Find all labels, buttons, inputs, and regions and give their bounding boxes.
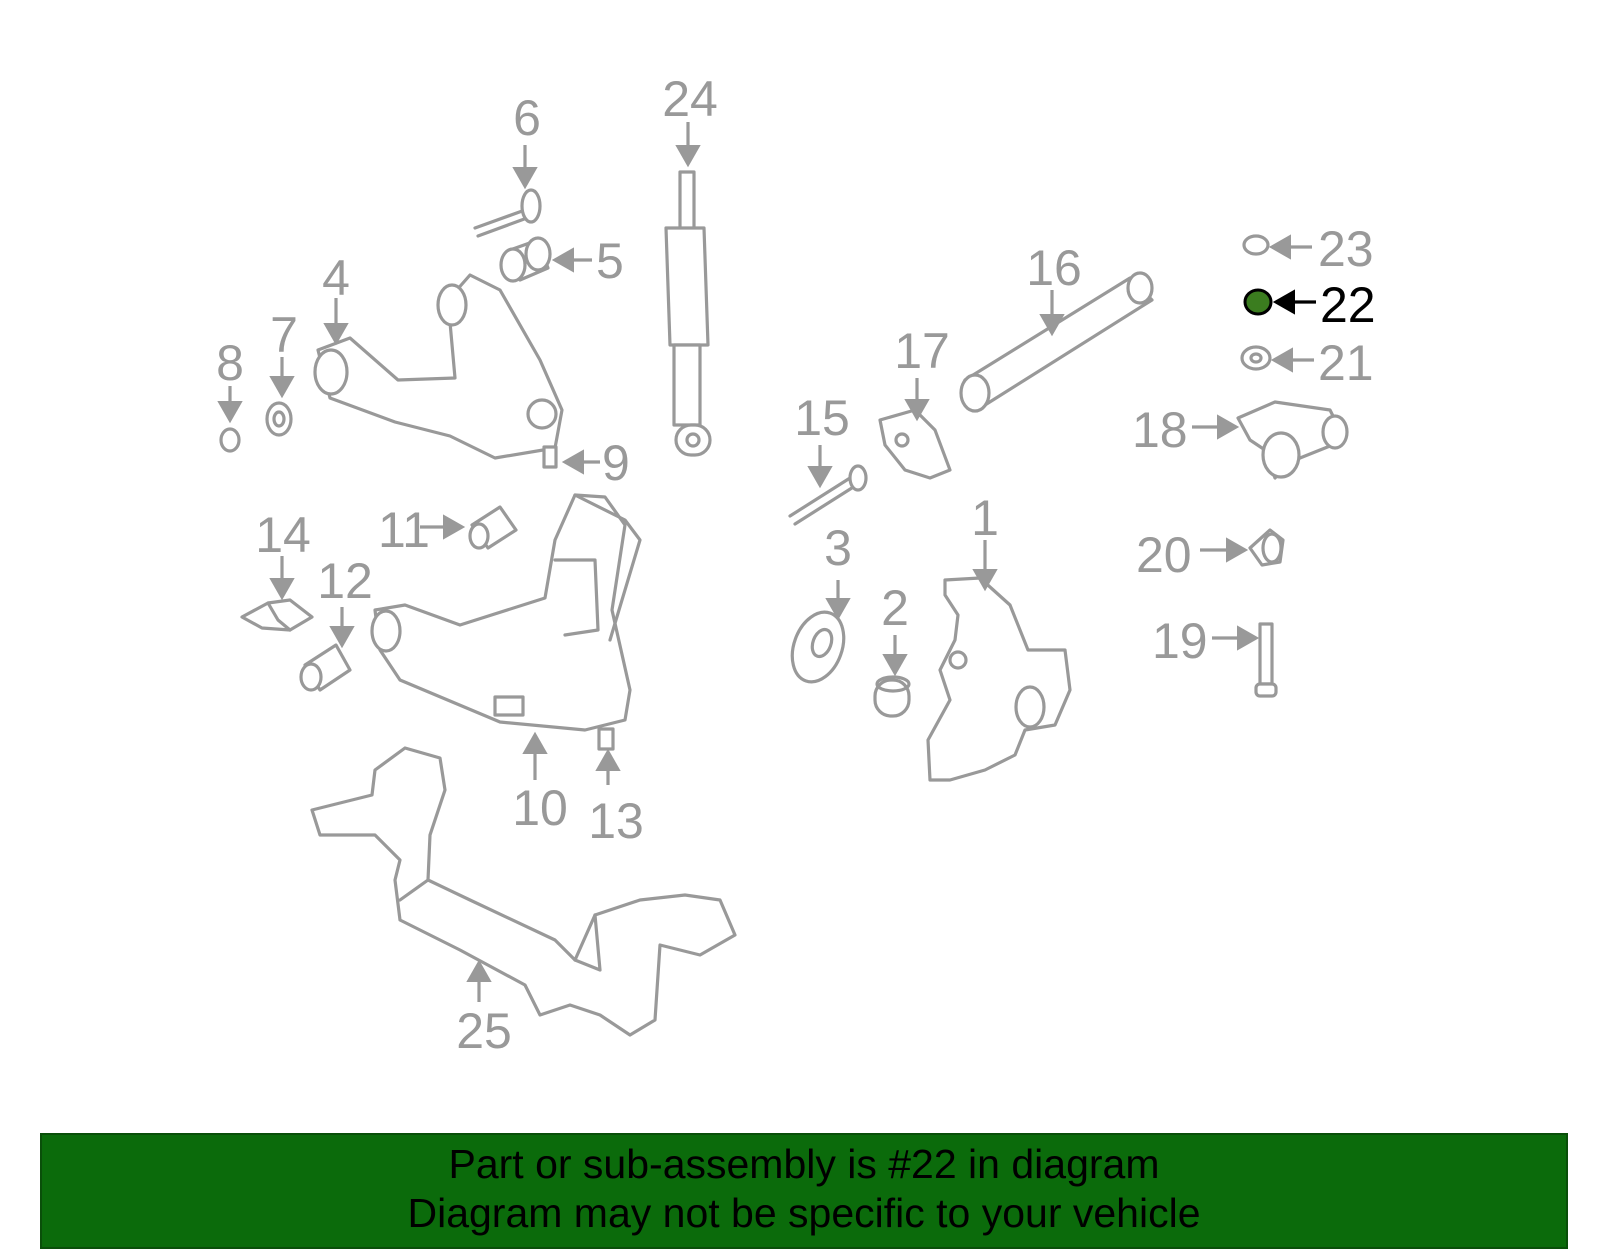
part-17-bracket[interactable] [878, 378, 952, 480]
callout-8: 8 [216, 335, 244, 391]
part-24-shock-absorber[interactable] [664, 122, 712, 457]
callout-18: 18 [1132, 402, 1188, 458]
part-14-bracket[interactable] [240, 556, 314, 632]
callout-17: 17 [894, 323, 950, 379]
part-13-ball-joint[interactable] [595, 727, 621, 785]
callout-13: 13 [588, 793, 644, 849]
part-23-washer[interactable] [1242, 234, 1312, 260]
part-20-cam-washer[interactable] [1200, 528, 1285, 567]
part-10-lower-control-arm[interactable] [370, 493, 642, 780]
callout-9: 9 [602, 435, 630, 491]
callout-15: 15 [794, 390, 850, 446]
callout-1: 1 [971, 490, 999, 546]
part-1-steering-knuckle[interactable] [926, 540, 1072, 782]
part-21-washer[interactable] [1240, 345, 1314, 373]
part-2-seal[interactable] [873, 635, 911, 718]
callout-24: 24 [662, 71, 718, 127]
callout-14: 14 [255, 507, 311, 563]
part-15-bolt[interactable] [788, 445, 868, 526]
part-19-bolt[interactable] [1212, 622, 1278, 698]
part-11-bushing[interactable] [420, 505, 518, 550]
parts-diagram: 1 2 3 4 5 6 7 8 9 10 11 12 13 14 15 16 1… [216, 71, 1376, 1059]
info-banner: Part or sub-assembly is #22 in diagram D… [40, 1133, 1568, 1249]
callout-21: 21 [1318, 335, 1374, 391]
callout-6: 6 [513, 90, 541, 146]
callout-16: 16 [1026, 240, 1082, 296]
part-12-bushing[interactable] [299, 607, 355, 692]
callout-5: 5 [596, 233, 624, 289]
part-6-bolt[interactable] [473, 145, 542, 238]
callout-19: 19 [1152, 613, 1208, 669]
part-9-ball-joint[interactable] [542, 445, 600, 475]
banner-line-part: Part or sub-assembly is #22 in diagram [448, 1141, 1160, 1187]
callout-11: 11 [378, 502, 430, 558]
callout-20: 20 [1136, 527, 1192, 583]
callout-22: 22 [1320, 277, 1376, 333]
callout-23: 23 [1318, 221, 1374, 277]
callout-4: 4 [322, 250, 350, 306]
part-4-upper-control-arm[interactable] [313, 273, 564, 460]
part-22-bushing-highlighted[interactable] [1243, 288, 1316, 316]
callout-7: 7 [270, 307, 298, 363]
part-3-bearing[interactable] [783, 580, 853, 689]
callout-10: 10 [512, 780, 568, 836]
callout-3: 3 [824, 520, 852, 576]
part-18-bracket[interactable] [1192, 400, 1349, 480]
callout-25: 25 [456, 1003, 512, 1059]
callout-12: 12 [317, 553, 373, 609]
part-25-crossmember[interactable] [310, 746, 737, 1037]
part-7-washer[interactable] [265, 357, 295, 437]
part-5-bushing[interactable] [499, 236, 592, 283]
part-16-tension-rod[interactable] [959, 271, 1154, 413]
part-8-nut[interactable] [217, 386, 243, 453]
callout-2: 2 [881, 580, 909, 636]
banner-line-disclaimer: Diagram may not be specific to your vehi… [407, 1190, 1201, 1236]
